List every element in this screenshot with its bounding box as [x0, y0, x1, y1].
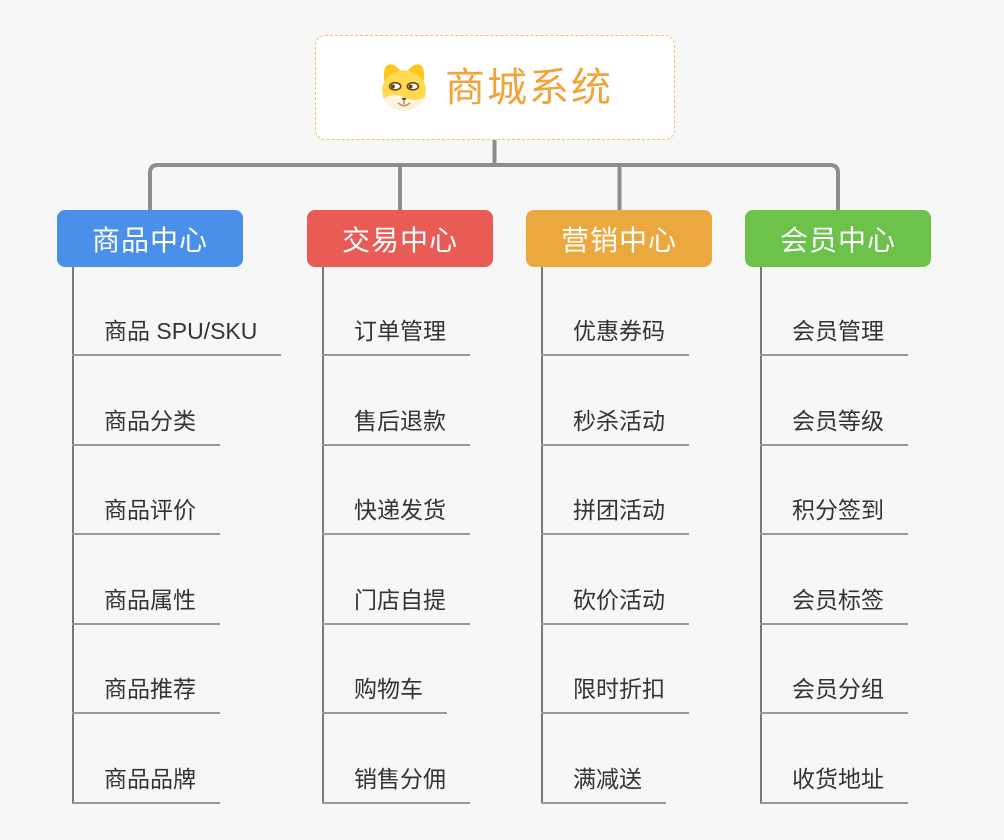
child-node-member-management[interactable]: 会员管理: [760, 317, 908, 356]
branch-connector-line: [72, 267, 74, 804]
root-node[interactable]: 商城系统: [315, 35, 675, 140]
branch-node-trade-center[interactable]: 交易中心: [307, 210, 493, 267]
child-node-product-recommend[interactable]: 商品推荐: [72, 675, 220, 714]
child-node-member-groups[interactable]: 会员分组: [760, 675, 908, 714]
child-node-store-pickup[interactable]: 门店自提: [322, 586, 470, 625]
child-node-order-management[interactable]: 订单管理: [322, 317, 470, 356]
dog-face-icon: [382, 63, 426, 111]
child-node-member-level[interactable]: 会员等级: [760, 407, 908, 446]
branch-node-marketing-center[interactable]: 营销中心: [526, 210, 712, 267]
branch-node-product-center[interactable]: 商品中心: [57, 210, 243, 267]
child-node-coupon-code[interactable]: 优惠券码: [541, 317, 689, 356]
child-node-product-attribute[interactable]: 商品属性: [72, 586, 220, 625]
child-node-bargain-activity[interactable]: 砍价活动: [541, 586, 689, 625]
branch-connector-line: [322, 267, 324, 804]
child-node-aftersale-refund[interactable]: 售后退款: [322, 407, 470, 446]
child-node-product-brand[interactable]: 商品品牌: [72, 765, 220, 804]
child-node-member-tags[interactable]: 会员标签: [760, 586, 908, 625]
child-node-group-buying[interactable]: 拼团活动: [541, 496, 689, 535]
root-title: 商城系统: [445, 65, 613, 110]
child-node-flash-sale[interactable]: 秒杀活动: [541, 407, 689, 446]
branch-connector-line: [541, 267, 543, 804]
branch-node-member-center[interactable]: 会员中心: [745, 210, 931, 267]
child-node-full-reduction[interactable]: 满减送: [541, 765, 666, 804]
child-node-product-category[interactable]: 商品分类: [72, 407, 220, 446]
child-node-product-spu-sku[interactable]: 商品 SPU/SKU: [72, 317, 282, 356]
branch-connector-line: [760, 267, 762, 804]
child-node-points-checkin[interactable]: 积分签到: [760, 496, 908, 535]
child-node-shipping-address[interactable]: 收货地址: [760, 765, 908, 804]
child-node-limited-time-discount[interactable]: 限时折扣: [541, 675, 689, 714]
child-node-express-delivery[interactable]: 快递发货: [322, 496, 470, 535]
child-node-product-review[interactable]: 商品评价: [72, 496, 220, 535]
child-node-shopping-cart[interactable]: 购物车: [322, 675, 447, 714]
child-node-sales-commission[interactable]: 销售分佣: [322, 765, 470, 804]
